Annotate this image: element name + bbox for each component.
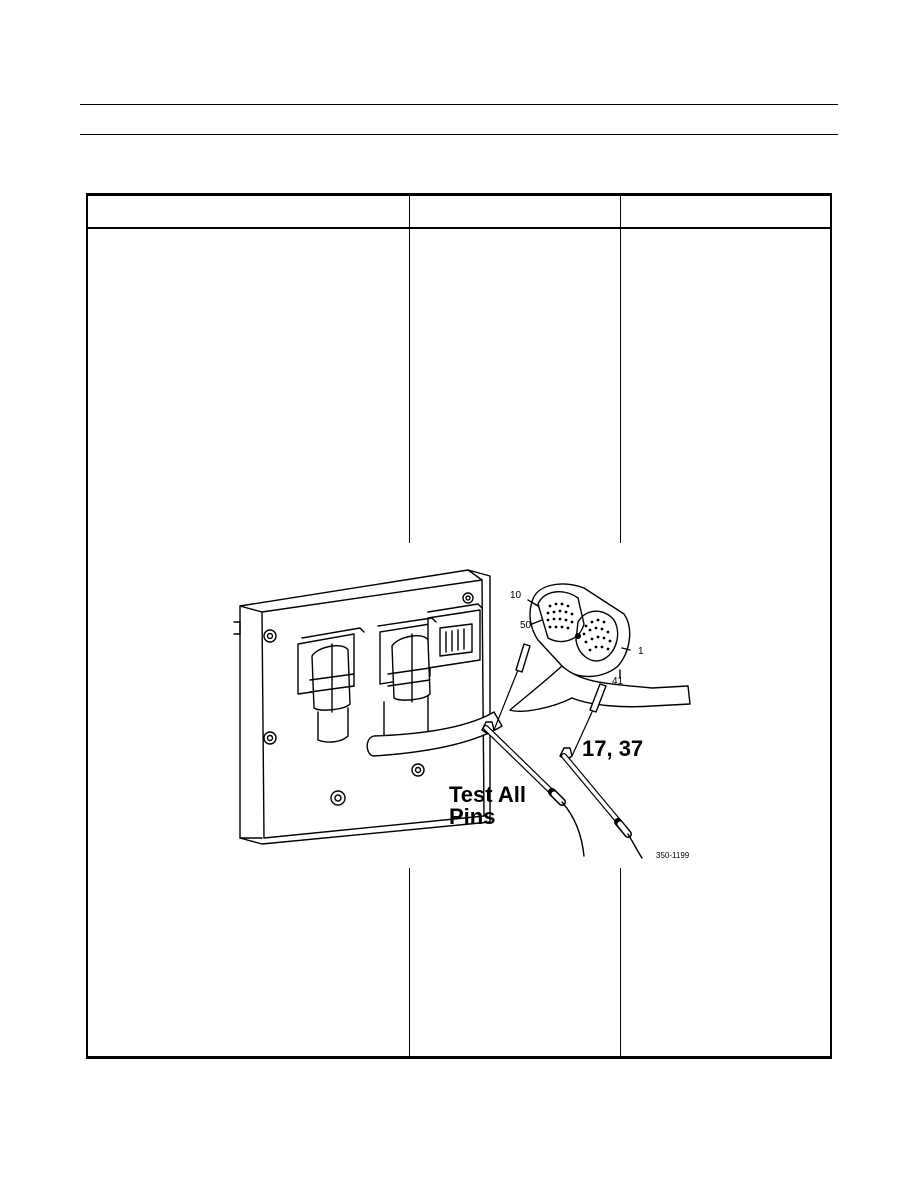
troubleshooting-table	[86, 193, 832, 1059]
table-header-divider	[86, 227, 832, 229]
table-left-border	[86, 193, 88, 1059]
pin-1-label: 1	[638, 646, 644, 657]
pins-17-37-label: 17, 37	[582, 736, 643, 761]
ecm-connector-test-figure: 10 50 1 41 17, 37 Test All Pins 350-1199	[232, 562, 692, 862]
figure-number: 350-1199	[656, 851, 690, 860]
test-all-pins-line2: Pins	[449, 804, 495, 829]
table-top-border	[86, 193, 832, 196]
ecm-illustration: 10 50 1 41 17, 37 Test All Pins 350-1199	[233, 569, 691, 860]
pin-10-label: 10	[510, 590, 522, 601]
table-right-border	[830, 193, 832, 1059]
column-divider-2-upper	[620, 193, 621, 543]
header-rule-top	[80, 104, 838, 105]
table-bottom-border	[86, 1056, 832, 1059]
pin-50-label: 50	[520, 620, 532, 631]
header-rule-bottom	[80, 134, 838, 135]
test-all-pins-line1: Test All	[449, 782, 526, 807]
column-divider-1-upper	[409, 193, 410, 543]
column-divider-1-lower	[409, 868, 410, 1058]
pin-41-label: 41	[612, 676, 624, 687]
column-divider-2-lower	[620, 868, 621, 1058]
